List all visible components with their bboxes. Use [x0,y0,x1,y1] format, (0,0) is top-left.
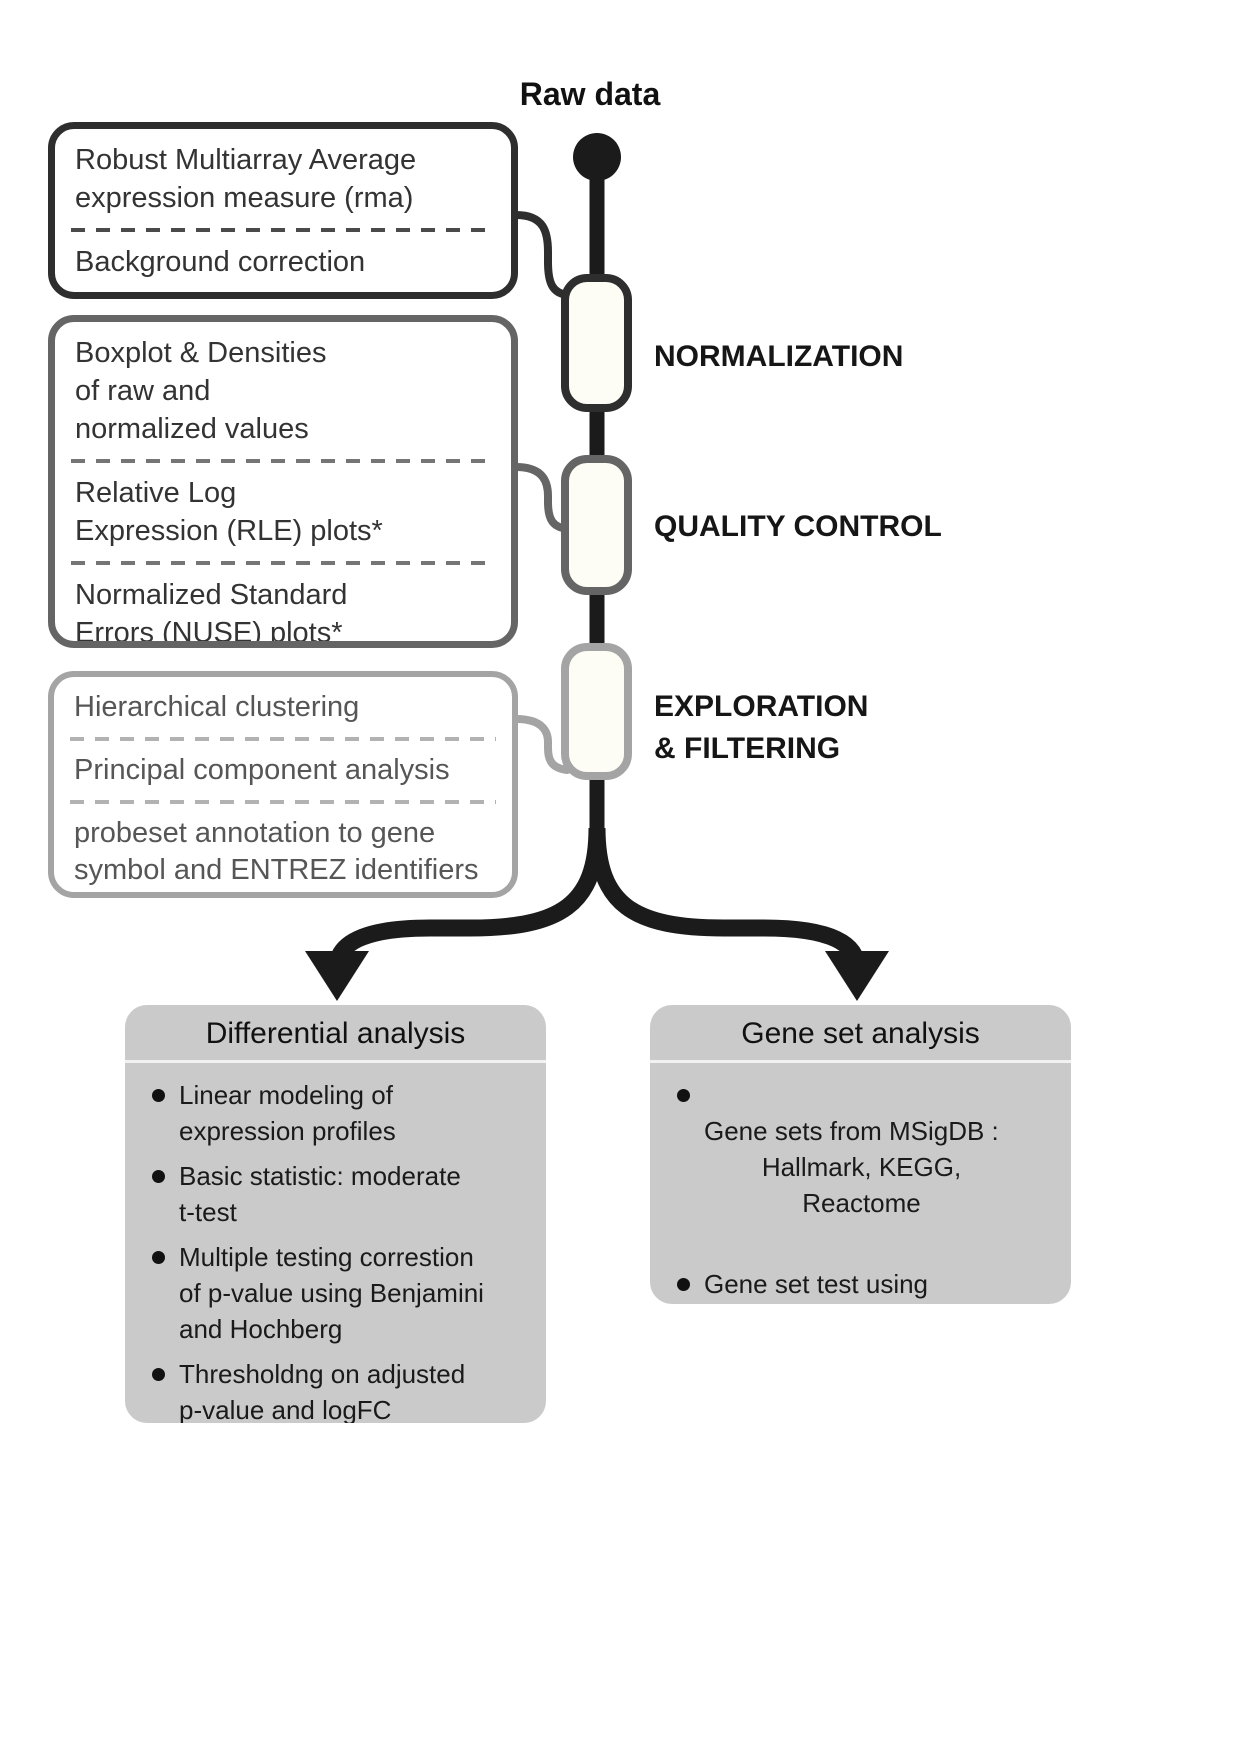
raw-data-label: Raw data [519,76,661,112]
exploration-item-pca: Principal component analysis [74,754,450,786]
exploration-item-clustering: Hierarchical clustering [74,691,360,723]
normalization-item-background: Background correction [75,246,366,278]
list-item-text: Gene sets from MSigDB : [704,1116,999,1146]
exploration-label: EXPLORATION & FILTERING [654,690,869,765]
left-branch-line [328,827,606,969]
differential-analysis-list: Linear modeling of expression profiles B… [125,1063,546,1423]
qc-item-rle: Relative Log Expression (RLE) plots* [75,477,383,547]
dashed-divider [70,737,496,741]
exploration-node [561,643,632,780]
normalization-box: Robust Multiarray Average expression mea… [48,122,518,299]
normalization-connector [512,211,571,299]
dashed-divider [71,561,495,565]
list-item: Gene set test using competitive method C… [674,1266,1055,1304]
raw-data-dot [573,133,621,181]
gene-set-analysis-list: Gene sets from MSigDB : Hallmark, KEGG, … [650,1063,1071,1304]
right-arrowhead [825,951,889,1001]
list-item: Thresholdng on adjusted p-value and logF… [149,1356,530,1423]
normalization-node [561,274,632,412]
list-item: Multiple testing correstion of p-value u… [149,1239,530,1347]
quality-control-connector [512,463,571,533]
differential-analysis-title: Differential analysis [125,1005,546,1063]
quality-control-node [561,455,632,595]
list-item-subtext: Hallmark, KEGG, Reactome [761,1152,962,1218]
exploration-connector [512,715,571,774]
normalization-label: NORMALIZATION [654,340,904,373]
list-item: Gene sets from MSigDB : Hallmark, KEGG, … [674,1077,1055,1257]
gene-set-analysis-title: Gene set analysis [650,1005,1071,1063]
list-item: Basic statistic: moderate t-test [149,1158,530,1230]
list-item: Linear modeling of expression profiles [149,1077,530,1149]
quality-control-box: Boxplot & Densities of raw and normalize… [48,315,518,648]
differential-analysis-panel: Differential analysis Linear modeling of… [125,1005,546,1423]
dashed-divider [71,228,495,232]
gene-set-analysis-panel: Gene set analysis Gene sets from MSigDB … [650,1005,1071,1304]
dashed-divider [70,800,496,804]
qc-item-nuse: Normalized Standard Errors (NUSE) plots* [75,579,348,648]
right-branch-line [588,827,866,969]
qc-item-boxplot: Boxplot & Densities of raw and normalize… [75,337,327,445]
normalization-item-rma: Robust Multiarray Average expression mea… [75,144,417,214]
exploration-item-annotation: probeset annotation to gene symbol and E… [74,817,479,886]
quality-control-label: QUALITY CONTROL [654,510,942,543]
exploration-box: Hierarchical clustering Principal compon… [48,671,518,898]
left-arrowhead [305,951,369,1001]
dashed-divider [71,459,495,463]
